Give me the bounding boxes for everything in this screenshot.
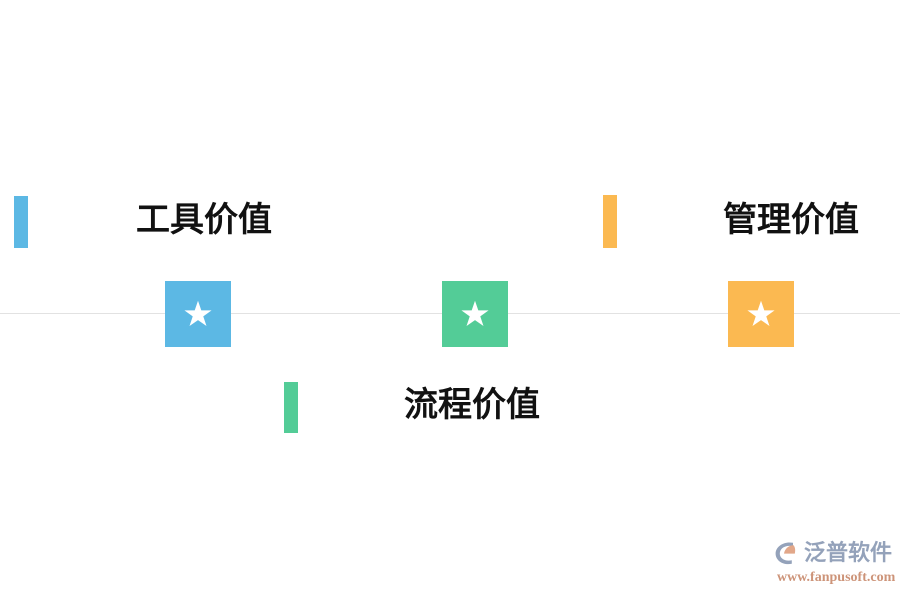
fanpu-logo-icon (775, 542, 796, 565)
label-tool-value: 工具价值 (136, 201, 272, 239)
star-icon (184, 300, 212, 327)
label-manage-value: 管理价值 (723, 201, 859, 239)
milestone-node-manage[interactable] (728, 281, 794, 347)
milestone-node-process[interactable] (442, 281, 508, 347)
star-icon (747, 300, 775, 327)
accent-bar-manage (603, 195, 617, 248)
watermark-brand-row: 泛普软件 (772, 538, 892, 568)
watermark-brand-name: 泛普软件 (804, 540, 893, 565)
accent-bar-process (284, 382, 298, 433)
accent-bar-tool (14, 196, 28, 248)
watermark-url: www.fanpusoft.com (777, 570, 896, 585)
milestone-node-tool[interactable] (165, 281, 231, 347)
watermark: 泛普软件 www.fanpusoft.com (772, 538, 896, 592)
label-process-value: 流程价值 (404, 386, 540, 424)
star-icon (461, 300, 489, 327)
